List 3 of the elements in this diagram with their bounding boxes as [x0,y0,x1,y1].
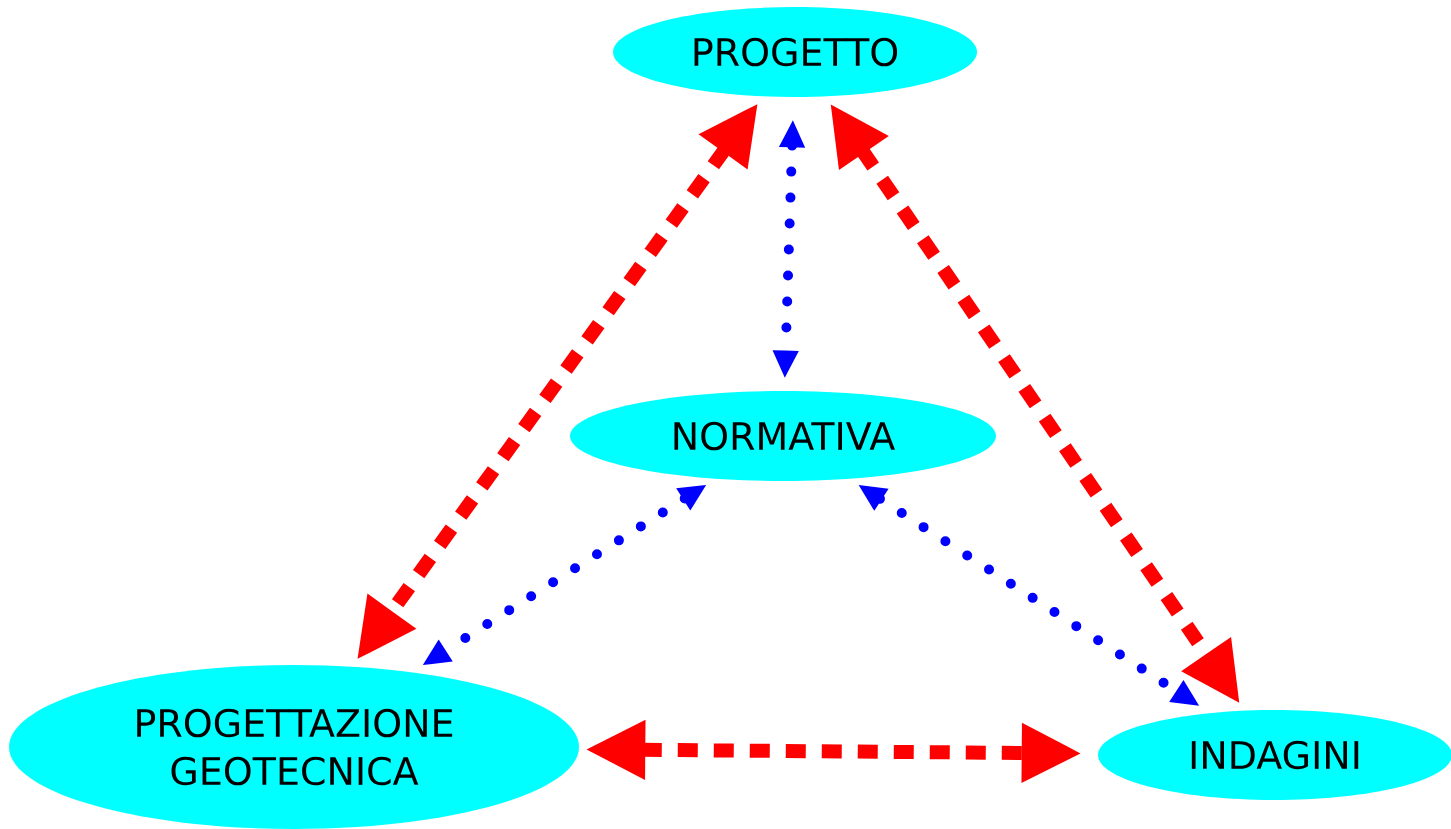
ellipse-node: PROGETTO [613,7,977,97]
ellipse-node: NORMATIVA [570,391,996,481]
ellipse-node: PROGETTAZIONE GEOTECNICA [9,665,579,829]
